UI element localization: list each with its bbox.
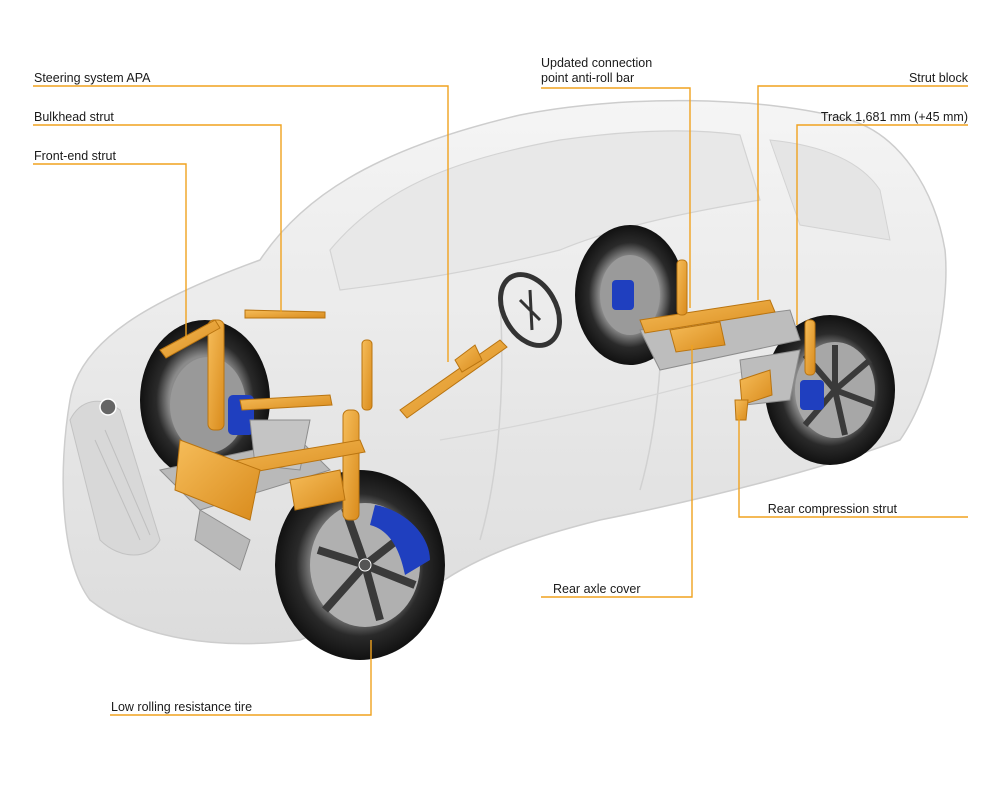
label-updated-connection-line2: point anti-roll bar bbox=[541, 71, 635, 85]
leader-steering bbox=[33, 85, 449, 362]
label-steering-system: Steering system APA bbox=[34, 71, 151, 85]
label-bulkhead-strut: Bulkhead strut bbox=[34, 110, 114, 124]
front-right-wheel bbox=[275, 470, 445, 660]
leader-low-rolling bbox=[110, 640, 372, 716]
car-body bbox=[62, 99, 947, 645]
label-rear-compression-strut: Rear compression strut bbox=[767, 502, 897, 516]
leader-strut-block bbox=[757, 85, 968, 300]
label-strut-block: Strut block bbox=[908, 71, 968, 85]
leader-rear-compression bbox=[738, 415, 968, 518]
leader-rear-axle-cover bbox=[541, 345, 693, 598]
leader-front-end bbox=[33, 163, 187, 340]
label-front-end-strut: Front-end strut bbox=[34, 149, 116, 163]
leader-updated-connection bbox=[541, 87, 691, 308]
steering-wheel bbox=[498, 272, 562, 348]
label-low-rolling-tire: Low rolling resistance tire bbox=[111, 700, 253, 714]
label-track: Track 1,681 mm (+45 mm) bbox=[820, 110, 968, 124]
leader-bulkhead bbox=[33, 124, 282, 312]
label-updated-connection-line1: Updated connection bbox=[541, 56, 653, 70]
orange-suspension-parts bbox=[159, 259, 816, 521]
label-rear-axle-cover: Rear axle cover bbox=[553, 582, 641, 596]
leader-track bbox=[796, 124, 968, 325]
leader-lines bbox=[33, 85, 968, 716]
